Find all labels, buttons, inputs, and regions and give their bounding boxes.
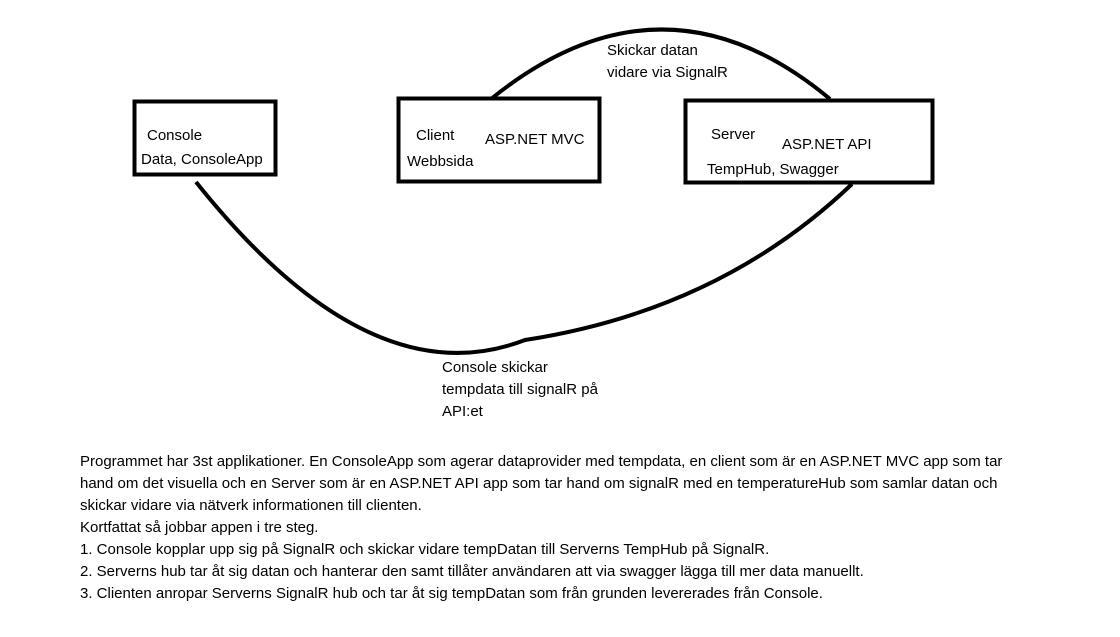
server-box [683, 98, 935, 185]
client-box [396, 96, 602, 184]
console-subtitle: Data, ConsoleApp [141, 151, 263, 168]
edge-label-server-to-client: Skickar datan vidare via SignalR [607, 42, 728, 81]
description: Programmet har 3st applikationer. En Con… [80, 451, 1100, 605]
client-title: Client [416, 127, 455, 144]
description-line: Programmet har 3st applikationer. En Con… [80, 453, 1003, 470]
client-tech: ASP.NET MVC [485, 131, 585, 148]
edge-console-to-server [194, 180, 854, 355]
edge-server-to-client [489, 27, 832, 101]
edge-label-console-to-server: Console skickar tempdata till signalR på… [442, 359, 598, 420]
console-title: Console [147, 127, 203, 144]
description-summary: Kortfattat så jobbar appen i tre steg. [80, 519, 319, 536]
server-subtitle: TempHub, Swagger [707, 161, 839, 178]
description-line: hand om det visuella och en Server som ä… [80, 475, 998, 492]
console-box [132, 99, 278, 177]
description-step: 3. Clienten anropar Serverns SignalR hub… [80, 585, 823, 602]
server-title: Server [711, 126, 756, 143]
description-step: 2. Serverns hub tar åt sig datan och han… [80, 563, 864, 580]
server-tech: ASP.NET API [782, 136, 872, 153]
description-step: 1. Console kopplar upp sig på SignalR oc… [80, 541, 770, 558]
description-line: skickar vidare via nätverk informationen… [80, 497, 422, 514]
client-subtitle: Webbsida [407, 153, 474, 170]
